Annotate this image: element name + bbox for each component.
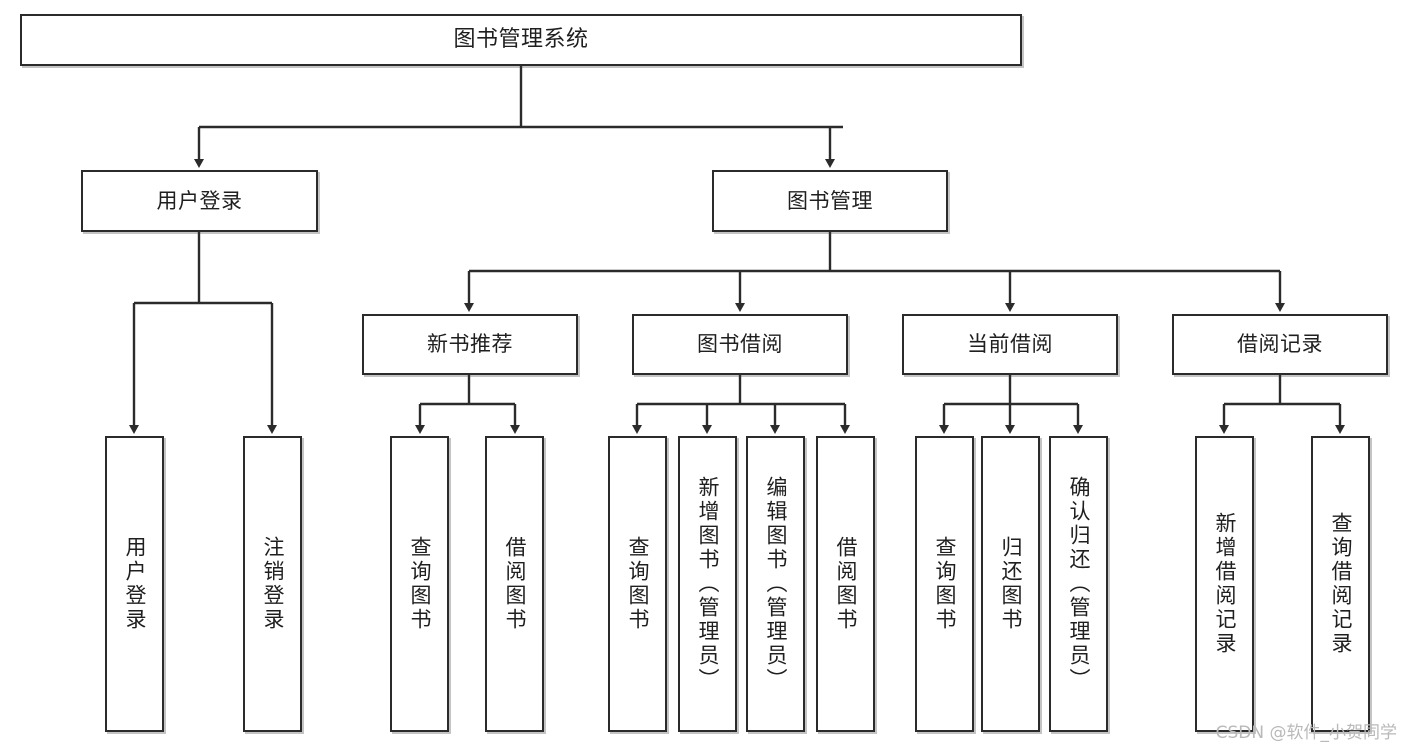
node-leaf-confirm-return[interactable]: 确认归还（管理员） [1049, 436, 1108, 732]
node-new-book-rec-label: 新书推荐 [427, 332, 513, 357]
node-current-borrow-label: 当前借阅 [967, 332, 1053, 357]
node-leaf-edit-book-label: 编辑图书（管理员） [764, 476, 788, 692]
node-leaf-return-book[interactable]: 归还图书 [981, 436, 1040, 732]
node-leaf-logout[interactable]: 注销登录 [243, 436, 302, 732]
node-leaf-borrow-book-1[interactable]: 借阅图书 [485, 436, 544, 732]
watermark: CSDN @软件_小贺同学 [1215, 723, 1397, 743]
node-leaf-user-login-label: 用户登录 [123, 536, 147, 632]
node-borrow-record[interactable]: 借阅记录 [1172, 314, 1388, 375]
node-leaf-user-login[interactable]: 用户登录 [105, 436, 164, 732]
node-leaf-borrow-book-2[interactable]: 借阅图书 [816, 436, 875, 732]
node-borrow-record-label: 借阅记录 [1237, 332, 1323, 357]
node-user-login-label: 用户登录 [156, 188, 243, 213]
node-book-manage[interactable]: 图书管理 [712, 170, 948, 232]
node-current-borrow[interactable]: 当前借阅 [902, 314, 1118, 375]
node-root-label: 图书管理系统 [453, 27, 589, 53]
node-leaf-add-book-label: 新增图书（管理员） [696, 476, 720, 692]
node-leaf-return-book-label: 归还图书 [999, 536, 1023, 632]
node-user-login[interactable]: 用户登录 [81, 170, 318, 232]
node-new-book-rec[interactable]: 新书推荐 [362, 314, 578, 375]
node-leaf-query-record-label: 查询借阅记录 [1329, 512, 1353, 656]
node-leaf-borrow-book-2-label: 借阅图书 [834, 536, 858, 632]
node-leaf-borrow-book-1-label: 借阅图书 [503, 536, 527, 632]
node-leaf-query-book-2[interactable]: 查询图书 [608, 436, 667, 732]
node-leaf-query-book-1[interactable]: 查询图书 [390, 436, 449, 732]
node-leaf-query-book-3[interactable]: 查询图书 [915, 436, 974, 732]
node-leaf-edit-book[interactable]: 编辑图书（管理员） [746, 436, 805, 732]
node-leaf-query-book-1-label: 查询图书 [408, 536, 432, 632]
node-leaf-add-book[interactable]: 新增图书（管理员） [678, 436, 737, 732]
node-root[interactable]: 图书管理系统 [20, 14, 1022, 66]
node-book-manage-label: 图书管理 [787, 188, 873, 213]
node-book-borrow-label: 图书借阅 [697, 332, 783, 357]
node-leaf-query-book-3-label: 查询图书 [933, 536, 957, 632]
node-leaf-add-record-label: 新增借阅记录 [1213, 512, 1237, 656]
node-book-borrow[interactable]: 图书借阅 [632, 314, 848, 375]
node-leaf-query-book-2-label: 查询图书 [626, 536, 650, 632]
node-leaf-confirm-return-label: 确认归还（管理员） [1067, 476, 1091, 692]
node-leaf-logout-label: 注销登录 [261, 536, 285, 632]
node-leaf-query-record[interactable]: 查询借阅记录 [1311, 436, 1370, 732]
node-leaf-add-record[interactable]: 新增借阅记录 [1195, 436, 1254, 732]
